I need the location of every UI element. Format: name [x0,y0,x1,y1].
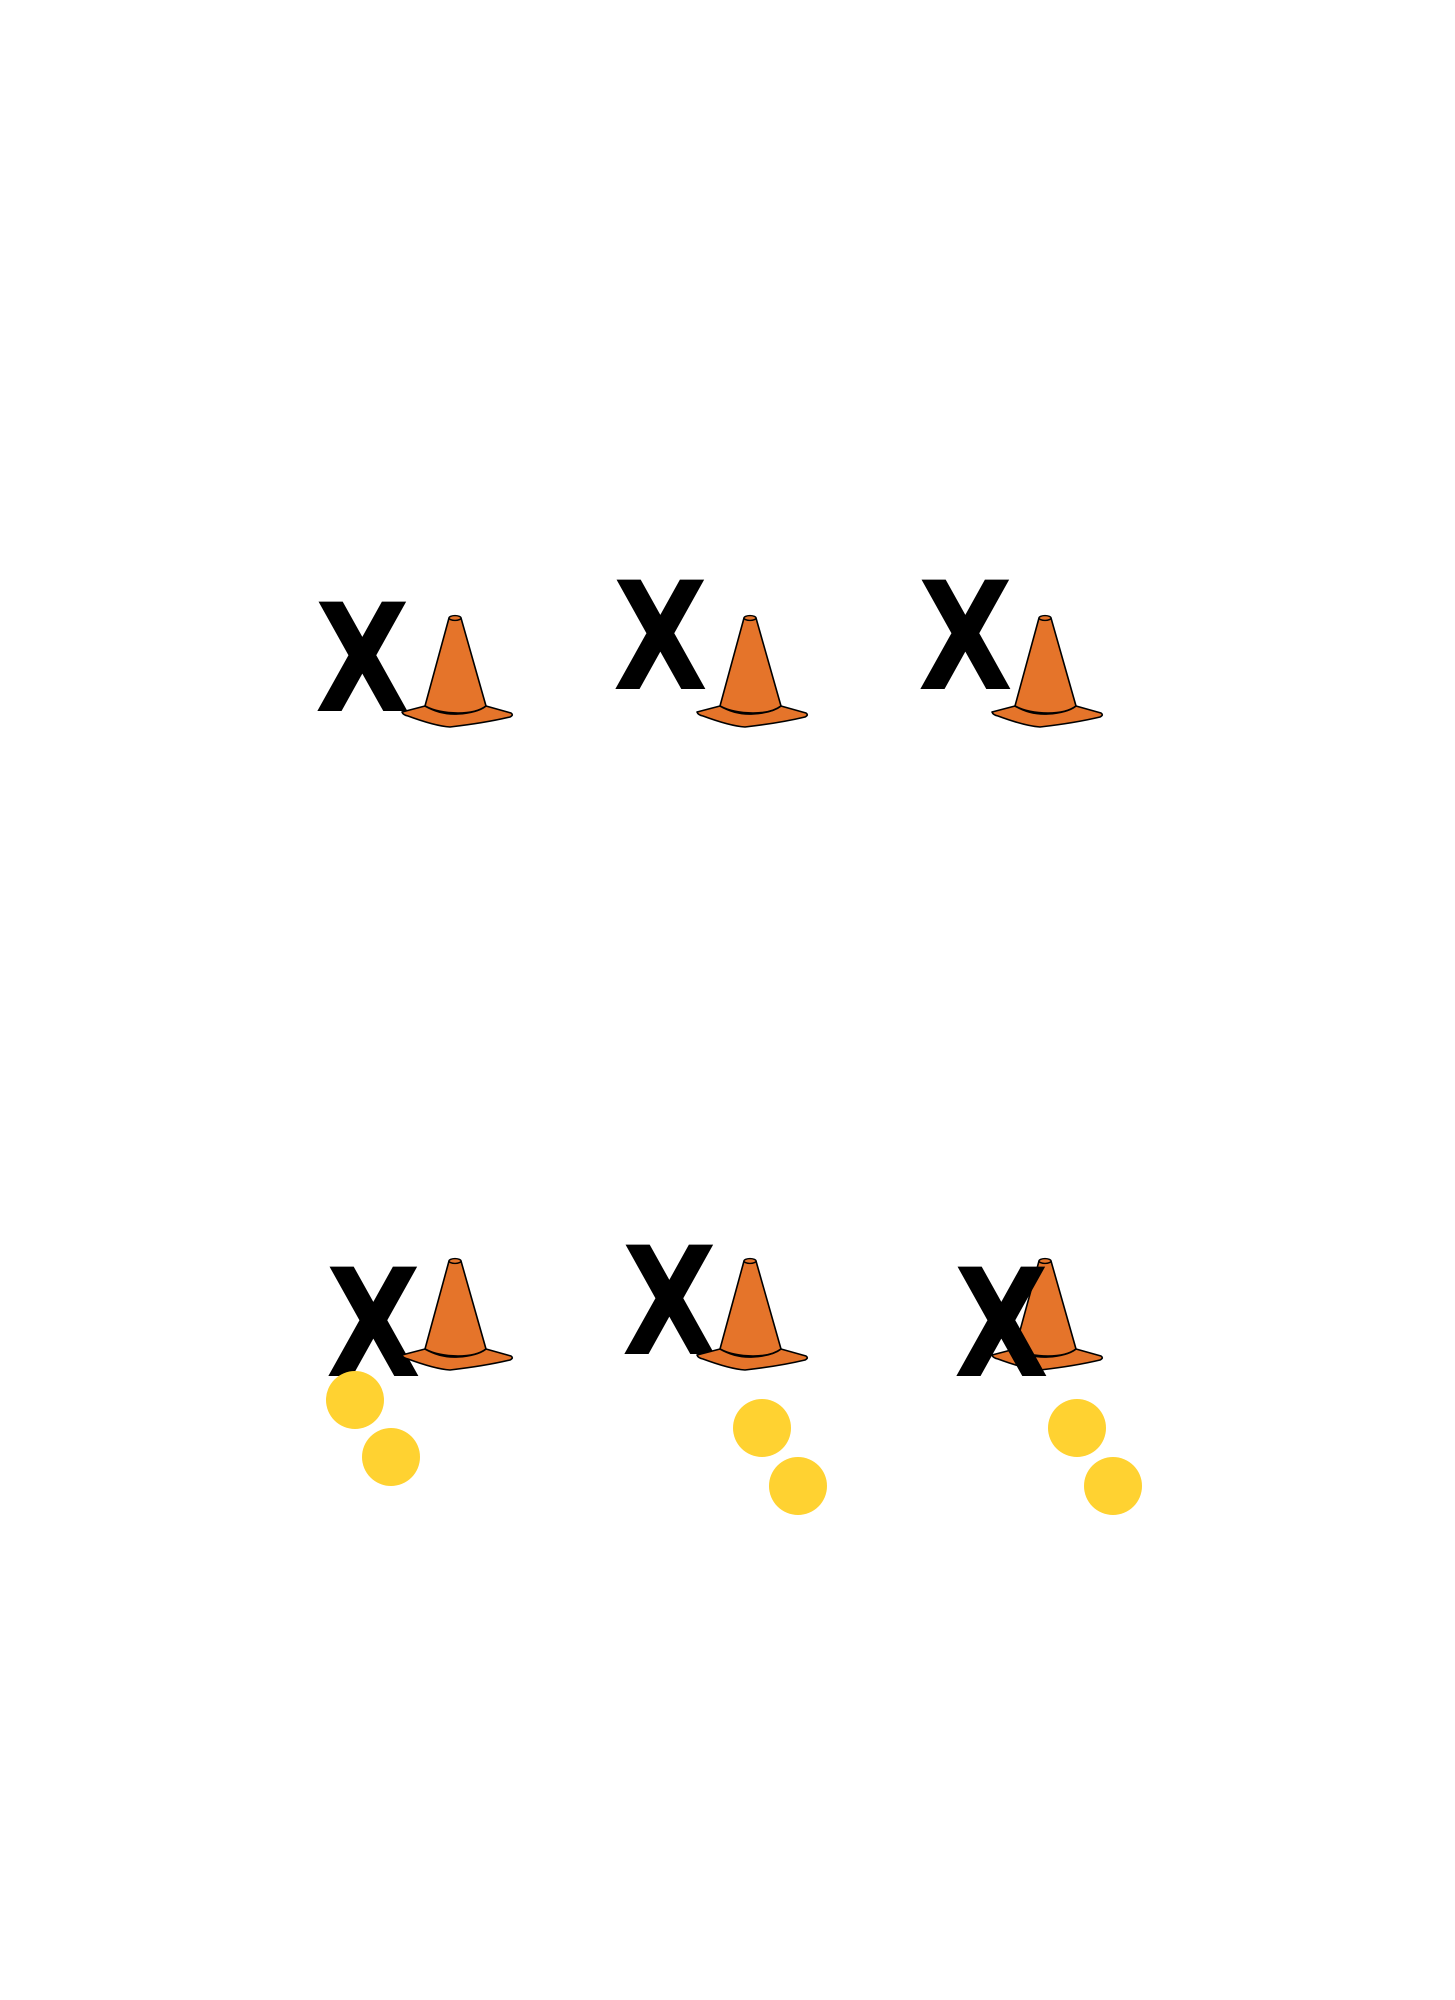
ball-icon [362,1428,420,1486]
traffic-cone-icon [400,1257,516,1379]
player-x-mark: X [918,551,1013,725]
ball-icon [326,1371,384,1429]
traffic-cone-icon [695,1257,811,1379]
ball-icon [733,1399,791,1457]
player-x-mark: X [954,1238,1049,1412]
player-x-mark: X [622,1216,717,1390]
traffic-cone-icon [990,614,1106,736]
traffic-cone-icon [400,614,516,736]
ball-icon [769,1457,827,1515]
ball-icon [1048,1399,1106,1457]
ball-icon [1084,1457,1142,1515]
player-x-mark: X [315,573,410,747]
player-x-mark: X [613,551,708,725]
traffic-cone-icon [695,614,811,736]
